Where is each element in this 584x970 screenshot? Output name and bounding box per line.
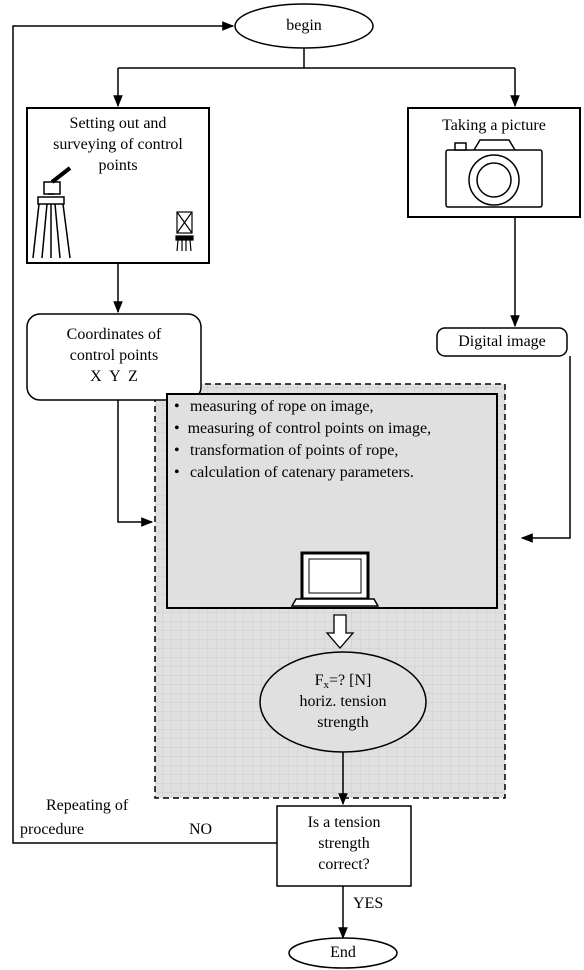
no-label: NO (189, 821, 213, 838)
bullet-icon: • (174, 420, 180, 437)
yes-label: YES (353, 895, 384, 912)
begin-label: begin (286, 17, 322, 34)
digital-image-box (436, 327, 568, 357)
bullet-icon: • (174, 464, 180, 481)
digital-image-label: Digital image (458, 333, 546, 350)
decision-label: Is a tension strength correct? (307, 814, 381, 873)
list-item: • transformation of points of rope, (170, 440, 492, 462)
laptop-icon (290, 551, 380, 607)
repeating-label: Repeating of procedure (20, 797, 129, 838)
camera-icon (445, 139, 543, 208)
list-item: •measuring of control points on image, (174, 420, 432, 437)
result-label: Fx=? [N] horiz. tension strength (299, 672, 387, 731)
coordinates-label: Coordinates of control points X Y Z (66, 326, 162, 385)
no-loop-line (12, 21, 277, 844)
bullet-icon: • (174, 398, 180, 415)
theodolite-icon (32, 166, 72, 259)
control-point-target-icon (175, 211, 194, 252)
coordinates-box (26, 313, 202, 401)
list-item: • calculation of catenary parameters. (170, 462, 492, 484)
taking-picture-label: Taking a picture (442, 117, 546, 134)
bullet-icon: • (174, 442, 180, 459)
end-label: End (330, 944, 356, 961)
decision-box (276, 805, 412, 887)
setting-out-label: Setting out and surveying of control poi… (53, 115, 183, 174)
processing-steps-list: • measuring of rope on image, •measuring… (170, 396, 492, 484)
end-node (288, 937, 398, 969)
hollow-down-arrow-icon (325, 614, 355, 649)
list-item: • measuring of rope on image, (170, 396, 492, 418)
